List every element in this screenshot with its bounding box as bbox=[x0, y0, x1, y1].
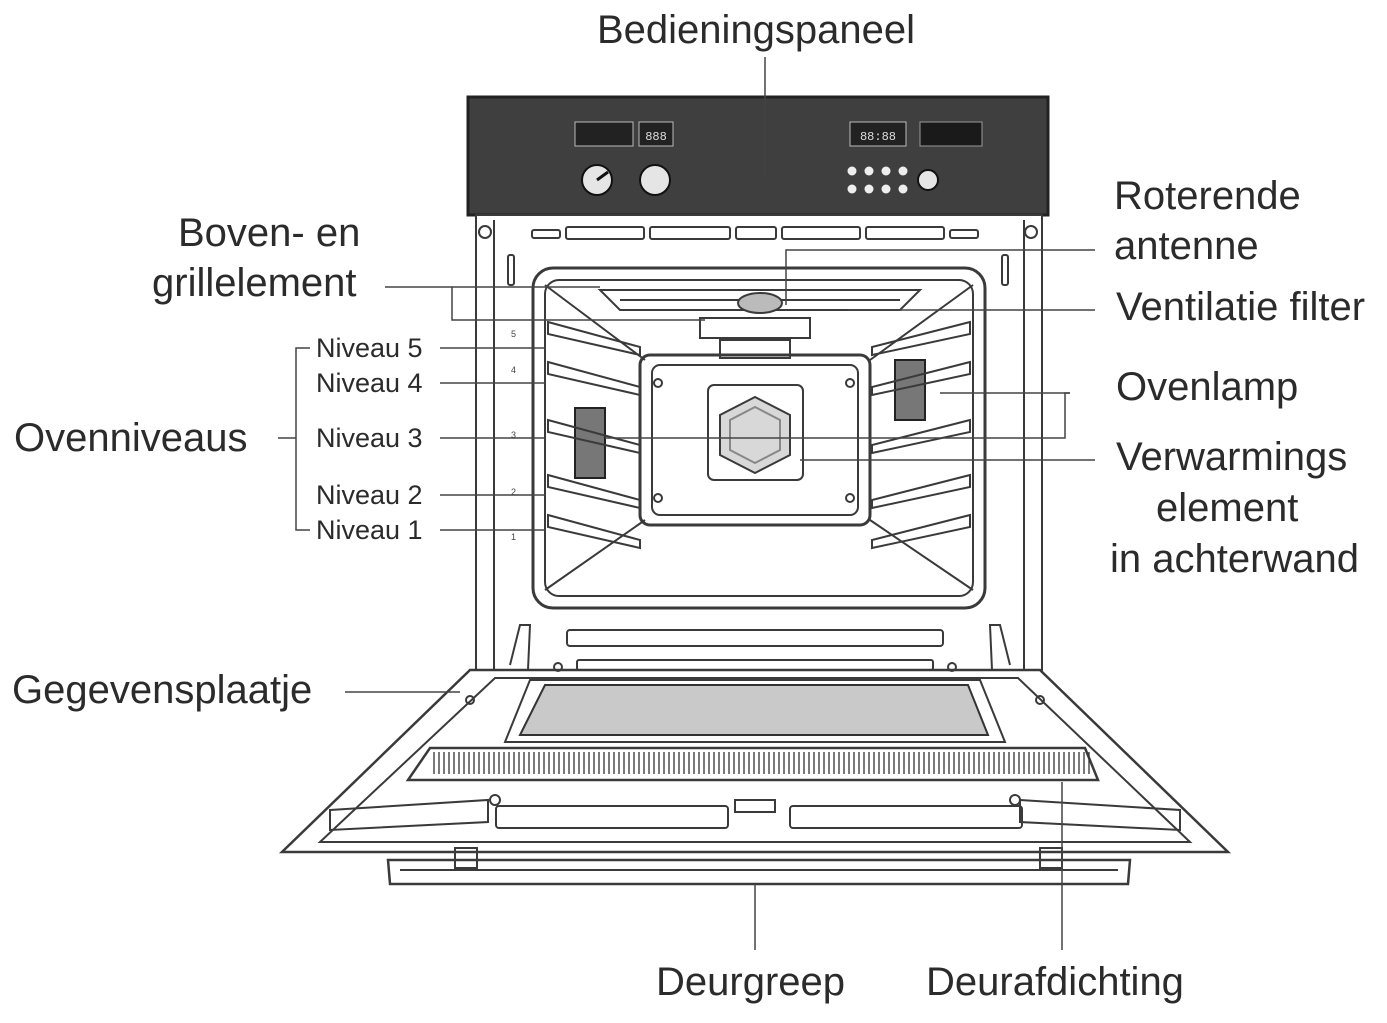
label-heating-element-line2: element bbox=[1156, 486, 1299, 530]
label-door-seal: Deurafdichting bbox=[926, 960, 1184, 1004]
label-heating-element-line1: Verwarmings bbox=[1116, 435, 1348, 479]
label-level-3: Niveau 3 bbox=[316, 423, 423, 453]
label-control-panel: Bedieningspaneel bbox=[597, 8, 916, 52]
right-knob[interactable] bbox=[639, 164, 671, 196]
label-rotating-antenna-line1: Roterende bbox=[1114, 174, 1301, 218]
label-rating-plate: Gegevensplaatje bbox=[12, 668, 313, 712]
left-display-text: 888 bbox=[645, 130, 667, 144]
svg-text:2: 2 bbox=[511, 487, 516, 497]
select-knob[interactable] bbox=[917, 169, 939, 191]
label-rotating-antenna-line2: antenne bbox=[1114, 224, 1259, 268]
panel-buttons[interactable] bbox=[847, 166, 908, 194]
label-level-2: Niveau 2 bbox=[316, 480, 423, 510]
oven-body: 5 4 3 2 1 bbox=[475, 214, 1043, 676]
door-handle[interactable] bbox=[386, 847, 1132, 886]
oven-door bbox=[278, 662, 1232, 854]
leader-lines bbox=[278, 57, 1095, 950]
svg-text:1: 1 bbox=[511, 532, 516, 542]
svg-text:4: 4 bbox=[511, 365, 516, 375]
label-oven-levels: Ovenniveaus bbox=[14, 416, 248, 460]
svg-text:3: 3 bbox=[511, 430, 516, 440]
label-level-1: Niveau 1 bbox=[316, 515, 423, 545]
label-door-handle: Deurgreep bbox=[656, 960, 846, 1004]
label-level-5: Niveau 5 bbox=[316, 333, 423, 363]
right-display-text: 88:88 bbox=[860, 130, 896, 144]
label-oven-lamp: Ovenlamp bbox=[1116, 365, 1299, 409]
label-level-4: Niveau 4 bbox=[316, 368, 423, 398]
label-heating-element-line3: in achterwand bbox=[1110, 537, 1360, 581]
svg-text:5: 5 bbox=[511, 329, 516, 339]
control-panel: 888 88:88 bbox=[466, 95, 1050, 217]
label-vent-filter: Ventilatie filter bbox=[1116, 285, 1366, 329]
label-top-grill-line2: grillelement bbox=[152, 261, 357, 305]
label-top-grill-line1: Boven- en bbox=[178, 211, 361, 255]
